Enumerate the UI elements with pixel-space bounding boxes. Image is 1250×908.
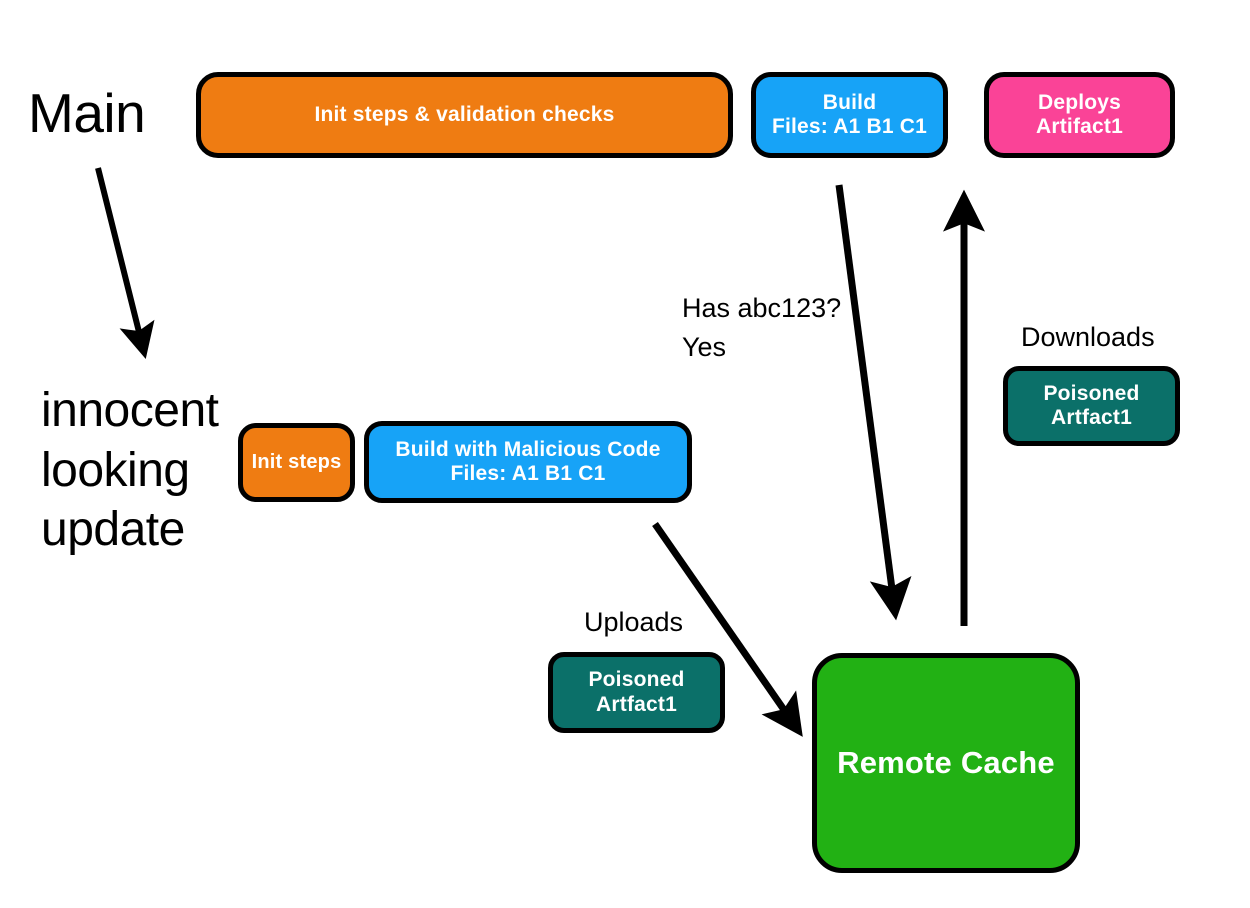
node-init-steps-validation-checks[interactable]: Init steps & validation checks bbox=[196, 72, 733, 158]
node-build-main[interactable]: Build Files: A1 B1 C1 bbox=[751, 72, 948, 158]
node-remote-cache[interactable]: Remote Cache bbox=[812, 653, 1080, 873]
node-build-with-malicious-code[interactable]: Build with Malicious Code Files: A1 B1 C… bbox=[364, 421, 692, 503]
arrow-build-to-remote-cache bbox=[835, 184, 912, 621]
arrow-main-to-feature bbox=[95, 167, 155, 359]
edge-label-downloads: Downloads bbox=[1021, 322, 1155, 352]
lane-label-main: Main bbox=[28, 82, 146, 144]
edge-label-cache-query: Has abc123? Yes bbox=[682, 293, 842, 363]
node-init-steps[interactable]: Init steps bbox=[238, 423, 355, 502]
node-poisoned-artifact-download[interactable]: Poisoned Artfact1 bbox=[1003, 366, 1180, 446]
edge-label-uploads: Uploads bbox=[584, 607, 684, 637]
node-deploys-artifact1[interactable]: Deploys Artifact1 bbox=[984, 72, 1175, 158]
lane-label-feature-branch: innocent looking update bbox=[41, 384, 219, 557]
node-poisoned-artifact-upload[interactable]: Poisoned Artfact1 bbox=[548, 652, 725, 733]
